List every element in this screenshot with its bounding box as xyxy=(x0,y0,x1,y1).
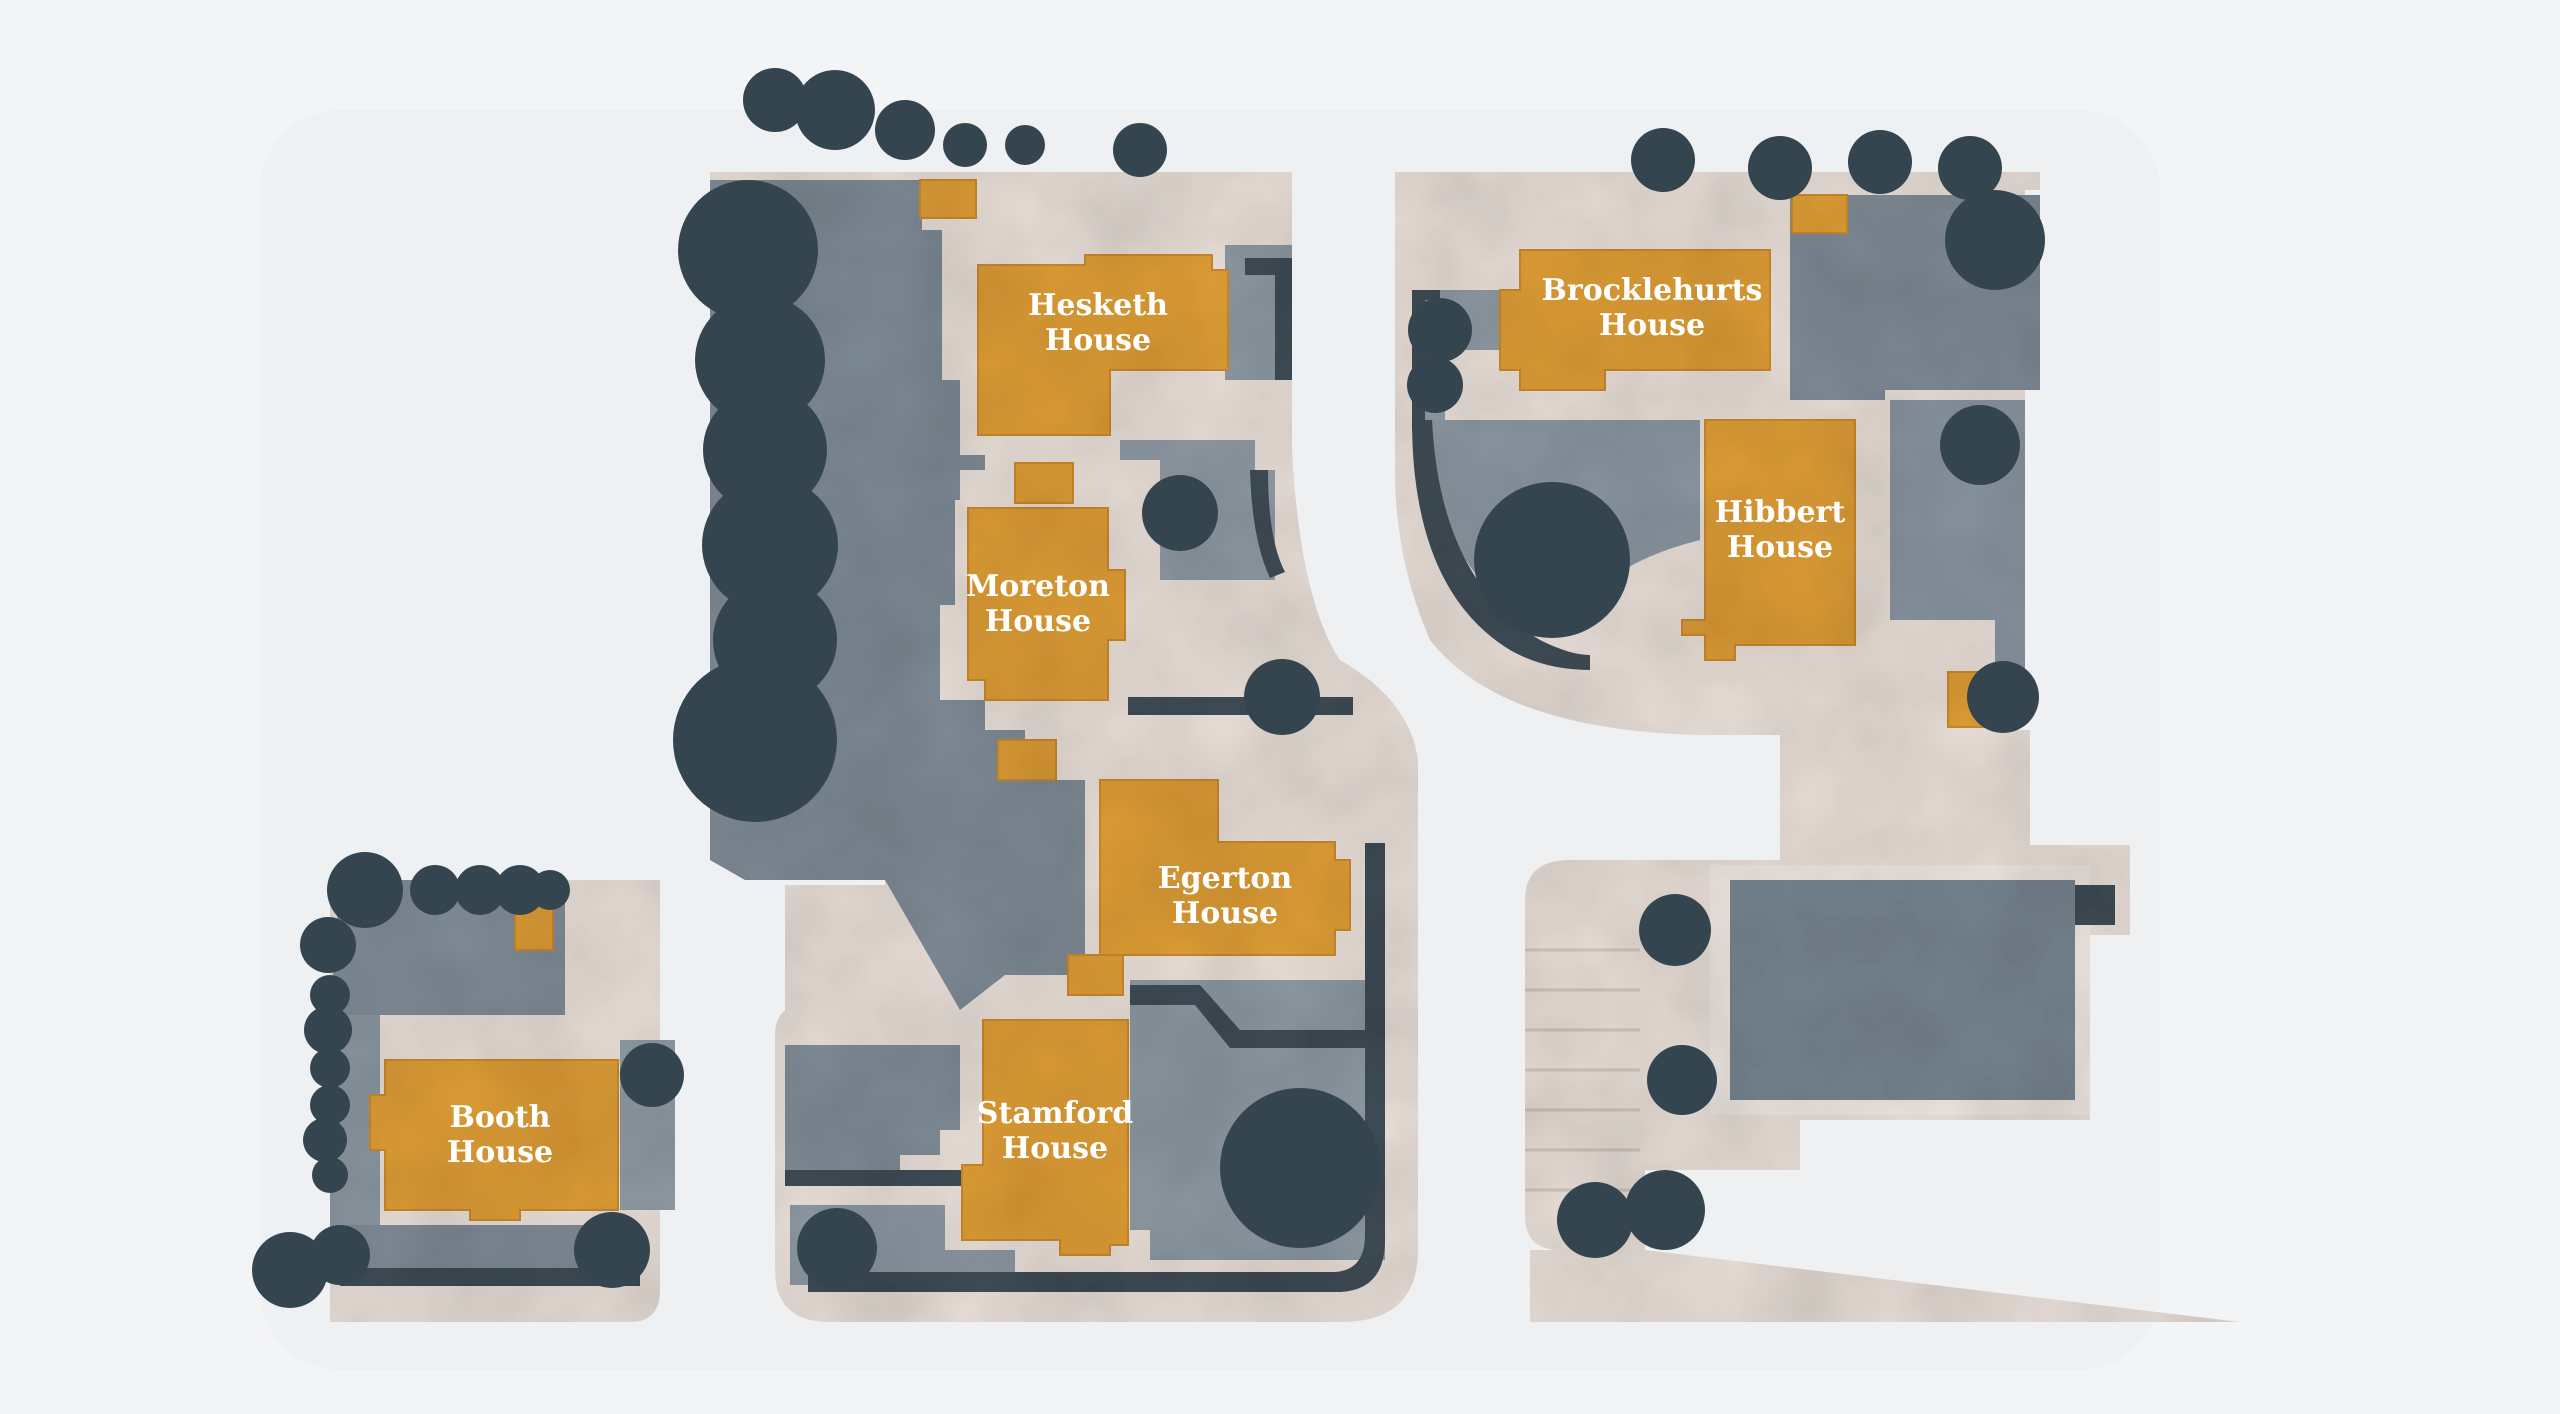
tree xyxy=(1557,1182,1633,1258)
tree xyxy=(1848,130,1912,194)
hedge-diag xyxy=(1130,985,1365,1048)
tree xyxy=(1220,1088,1380,1248)
building-brocklehurts xyxy=(1499,249,1771,391)
tree xyxy=(1244,659,1320,735)
path-booth-north xyxy=(565,880,660,1040)
court-edge xyxy=(2075,885,2115,925)
tree xyxy=(303,1118,347,1162)
label-booth-name: Booth xyxy=(449,1100,550,1135)
tree xyxy=(943,123,987,167)
shed-stamford xyxy=(1067,954,1124,996)
tree xyxy=(875,100,935,160)
label-moreton-name: Moreton xyxy=(966,569,1110,604)
tree xyxy=(1967,661,2039,733)
tree xyxy=(300,917,356,973)
label-egerton-name: Egerton xyxy=(1158,861,1293,896)
tree xyxy=(1940,405,2020,485)
tree xyxy=(620,1043,684,1107)
shed-egerton xyxy=(997,739,1057,781)
tree xyxy=(1474,482,1630,638)
building-booth xyxy=(369,1059,619,1221)
building-stamford xyxy=(961,1019,1129,1256)
building-egerton xyxy=(1099,779,1351,956)
tree xyxy=(1647,1045,1717,1115)
tree xyxy=(673,658,837,822)
tree xyxy=(310,975,350,1015)
building-hibbert xyxy=(1681,419,1856,661)
garden-southwest xyxy=(785,1045,960,1185)
building-hesketh xyxy=(977,254,1229,436)
tree xyxy=(1631,128,1695,192)
tree xyxy=(1945,190,2045,290)
tree xyxy=(702,477,838,613)
tree xyxy=(1113,123,1167,177)
tree xyxy=(1407,357,1463,413)
tree xyxy=(678,180,818,320)
tree xyxy=(797,1208,877,1288)
tree xyxy=(1005,125,1045,165)
tree xyxy=(1625,1170,1705,1250)
shed-moreton xyxy=(1014,462,1074,504)
tree xyxy=(327,852,403,928)
label-booth-suffix: House xyxy=(447,1135,553,1170)
tree xyxy=(1938,136,2002,200)
label-stamford-suffix: House xyxy=(1002,1131,1108,1166)
tree xyxy=(703,388,827,512)
tree xyxy=(1639,894,1711,966)
tree xyxy=(1142,475,1218,551)
hedge-east-curve xyxy=(1412,420,1590,670)
tree xyxy=(574,1212,650,1288)
tree xyxy=(252,1232,328,1308)
tree xyxy=(695,295,825,425)
shed-hesketh xyxy=(919,179,977,219)
tree xyxy=(795,70,875,150)
tree xyxy=(410,865,460,915)
tree xyxy=(495,865,545,915)
tree xyxy=(530,870,570,910)
hedge-curve xyxy=(1250,470,1285,578)
tree xyxy=(1748,136,1812,200)
label-hibbert-name: Hibbert xyxy=(1715,495,1846,530)
hedge-booth xyxy=(340,1268,640,1286)
label-stamford-name: Stamford xyxy=(977,1096,1133,1131)
tree xyxy=(304,1006,352,1054)
building-moreton xyxy=(967,507,1126,701)
tree xyxy=(312,1157,348,1193)
label-moreton-suffix: House xyxy=(985,604,1091,639)
tree xyxy=(310,1225,370,1285)
shed-brocklehurts xyxy=(1791,194,1848,234)
access-road-tail xyxy=(1530,1250,2240,1322)
parking-bays xyxy=(1525,948,1640,1192)
hedge-north xyxy=(1245,258,1292,380)
tree xyxy=(310,1085,350,1125)
label-brocklehurts-name: Brocklehurts xyxy=(1542,273,1763,308)
label-brocklehurts-suffix: House xyxy=(1599,308,1705,343)
tree xyxy=(310,1048,350,1088)
label-hesketh-suffix: House xyxy=(1045,323,1151,358)
label-hesketh-name: Hesketh xyxy=(1028,288,1168,323)
hedge-southwest xyxy=(785,1170,965,1186)
garden-booth-south xyxy=(340,1225,640,1275)
trees xyxy=(252,68,2045,1308)
tree xyxy=(455,865,505,915)
label-hibbert-suffix: House xyxy=(1727,530,1833,565)
court xyxy=(1730,880,2075,1100)
buildings xyxy=(369,179,1987,1256)
label-egerton-suffix: House xyxy=(1172,896,1278,931)
tree xyxy=(743,68,807,132)
tree xyxy=(1408,298,1472,362)
paving-strip xyxy=(785,885,885,1020)
